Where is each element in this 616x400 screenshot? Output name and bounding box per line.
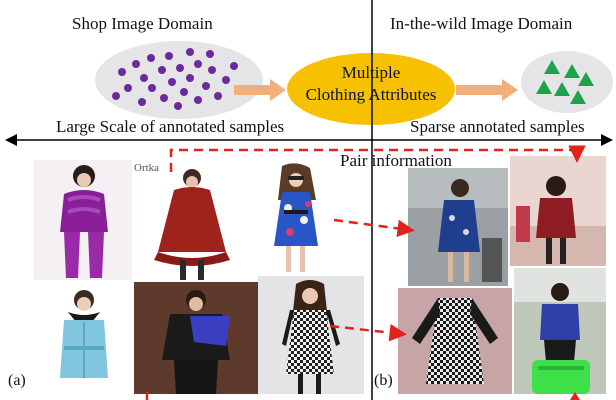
wild-photo-blue-dress-mirror — [408, 168, 508, 286]
watermark-text: Ortka — [134, 162, 160, 174]
sparse-label: Sparse annotated samples — [410, 117, 585, 136]
pair-dashed-bracket-top — [169, 145, 586, 172]
pair-information-label: Pair information — [340, 151, 452, 170]
wild-photo-red-top-room — [510, 156, 606, 266]
attributes-ellipse — [287, 53, 455, 125]
shop-photo-light-blue-jacket — [34, 282, 132, 394]
arrow-right-icon — [234, 79, 286, 101]
wild-photo-blue-top-street — [514, 268, 606, 394]
wild-domain-ellipse — [521, 51, 613, 113]
pair-dashed-arrow-checkered — [329, 323, 407, 342]
wild-domain-title: In-the-wild Image Domain — [390, 14, 573, 33]
shop-photo-checkered-dress — [258, 276, 364, 394]
shop-domain-title: Shop Image Domain — [72, 14, 213, 33]
attributes-label-line1: Multiple — [341, 63, 401, 82]
panel-b-label: (b) — [374, 372, 393, 389]
arrow-right-icon — [456, 79, 518, 101]
pair-dashed-arrow-floral — [333, 218, 415, 238]
shop-photo-purple-puffer — [34, 160, 132, 280]
panel-a-label: (a) — [8, 372, 26, 389]
shop-photo-blue-floral-dress — [260, 160, 330, 274]
large-scale-label: Large Scale of annotated samples — [56, 117, 285, 136]
purple-dot-cluster-icon — [112, 48, 238, 110]
shop-photo-red-coat — [134, 160, 258, 280]
shop-photo-black-blue-top — [134, 282, 258, 394]
pair-arrowhead-bottom-right — [570, 392, 580, 400]
shop-domain-ellipse — [95, 41, 263, 119]
green-triangle-cluster-icon — [536, 60, 594, 104]
wild-photo-checkered-dress-flat — [398, 288, 512, 394]
attributes-label-line2: Clothing Attributes — [305, 85, 437, 104]
